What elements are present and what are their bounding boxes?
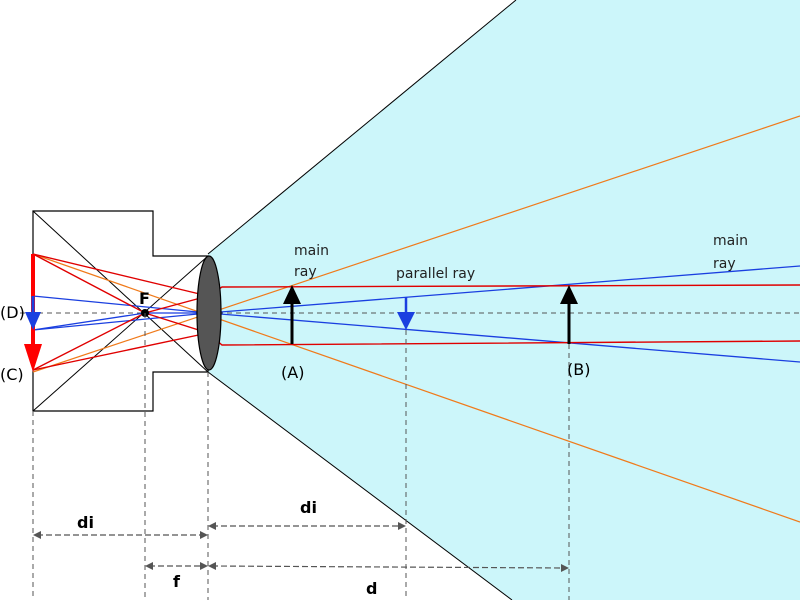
main-ray-label-2b: ray [713, 256, 736, 272]
blue-image-ray-2 [32, 312, 209, 331]
image-d-label: (D) [0, 303, 25, 322]
red-image-ray-1 [32, 253, 209, 297]
orange-ray-lower [32, 115, 800, 373]
parallel-ray-label: parallel ray [396, 266, 475, 282]
object-b-label: (B) [567, 360, 590, 379]
object-arrow-b [560, 285, 578, 344]
red-image-ray-2 [32, 332, 209, 371]
dim-d-label: d [366, 579, 377, 598]
reference-lines [32, 313, 570, 600]
dim-f-label: f [173, 572, 181, 591]
object-a-label: (A) [281, 363, 304, 382]
virtual-image-arrow [397, 297, 415, 330]
dimension-lines [37, 525, 566, 569]
lens [196, 255, 222, 371]
blue-image-ray-1 [32, 295, 209, 314]
main-ray-label-1b: ray [294, 264, 317, 280]
blue-main-ray-upper [207, 265, 800, 314]
fov-lower-edge [207, 371, 513, 600]
orange-ray-upper [32, 253, 800, 523]
dimension-arrowheads [33, 522, 569, 572]
fov-upper-edge [207, 0, 517, 255]
focal-point-label: F [139, 289, 150, 308]
blue-main-ray-lower [207, 312, 800, 363]
dim-d-line [211, 565, 566, 569]
main-ray-label-2a: main [713, 233, 748, 249]
image-c-label: (C) [0, 365, 24, 384]
camera-diagonal-1 [32, 210, 209, 373]
dim-di-right-label: di [300, 498, 317, 517]
camera-diagonal-2 [32, 255, 209, 412]
dim-di-left-label: di [77, 513, 94, 532]
image-arrow-d [25, 296, 41, 330]
field-of-view-cone [208, 0, 800, 600]
main-ray-label-1a: main [294, 243, 329, 259]
object-arrow-a [283, 285, 301, 344]
